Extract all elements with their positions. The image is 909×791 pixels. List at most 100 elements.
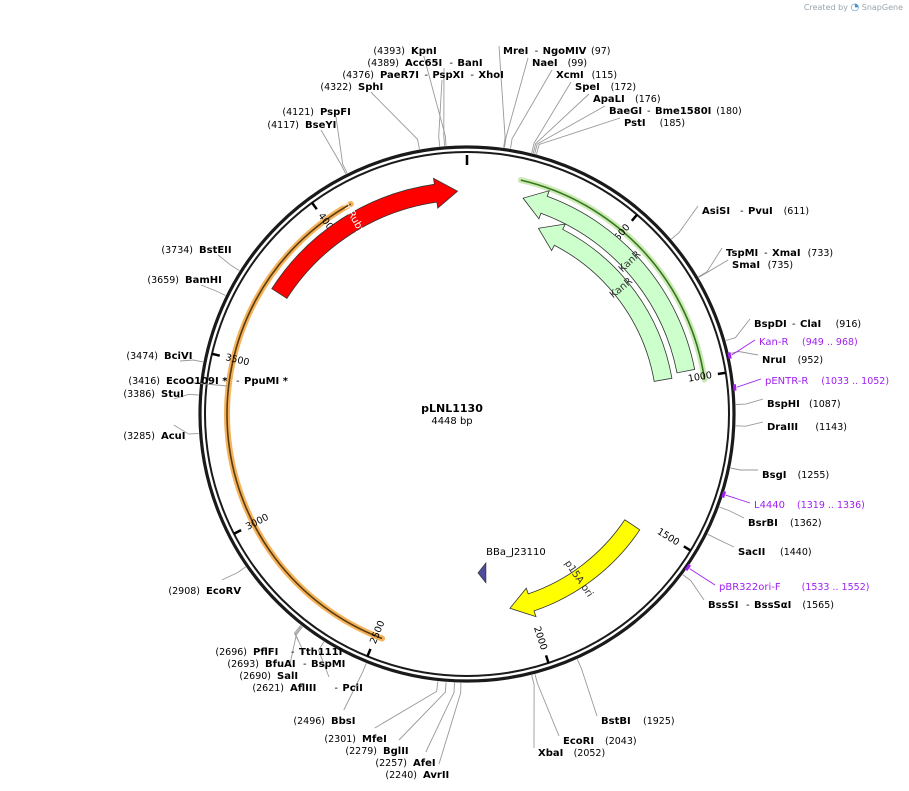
site-bsgi[interactable]: BsgI(1255)	[762, 470, 829, 481]
site-position: (4389)	[367, 58, 399, 69]
site-name: BsgI	[762, 470, 786, 481]
site-bspdi[interactable]: BspDI-ClaI(916)	[754, 319, 861, 330]
plasmid-name: pLNL1130	[421, 402, 483, 415]
primer-pentr-r[interactable]: pENTR-R(1033 .. 1052)	[732, 376, 889, 391]
site-afei[interactable]: (2257)AfeI	[375, 758, 435, 769]
site-position: (99)	[568, 58, 588, 69]
primer-l4440[interactable]: L4440(1319 .. 1336)	[721, 490, 865, 511]
feature-highlight-line	[226, 203, 383, 640]
site-bglii[interactable]: (2279)BglII	[345, 746, 408, 757]
site-name: XbaI	[538, 748, 563, 759]
site-tspmi[interactable]: TspMI-XmaI(733)	[726, 248, 833, 259]
site-bseyi[interactable]: (4117)BseYI	[267, 120, 336, 131]
site-name: ApaLI	[593, 94, 625, 105]
site-spei[interactable]: SpeI(172)	[575, 82, 636, 93]
site-position: (735)	[768, 260, 794, 271]
site-naei[interactable]: NaeI(99)	[532, 58, 587, 69]
site-bsrbi[interactable]: BsrBI(1362)	[748, 518, 822, 529]
site-name: AflIII	[290, 683, 316, 694]
site-kpni[interactable]: (4393)KpnI	[373, 46, 436, 57]
site-position: (2043)	[605, 736, 637, 747]
site-bsssi[interactable]: BssSI-BssSαI(1565)	[708, 600, 834, 611]
site-leader-line	[504, 57, 529, 148]
site-name: PflFI	[253, 647, 278, 658]
site-bfuai[interactable]: (2693)BfuAI-BspMI	[227, 659, 345, 670]
site-name: PciI	[342, 683, 362, 694]
site-leader-line	[735, 421, 764, 427]
site-separator: -	[740, 206, 744, 217]
primer-name: L4440	[754, 500, 785, 511]
site-separator: -	[535, 46, 539, 57]
feature-p15a-ori[interactable]	[509, 519, 641, 618]
site-name: Bme1580I	[655, 106, 711, 117]
scale-tick-label: 1000	[687, 370, 713, 385]
site-name: AsiSI	[702, 206, 730, 217]
site-mfei[interactable]: (2301)MfeI	[324, 734, 386, 745]
site-apali[interactable]: ApaLI(176)	[593, 94, 661, 105]
site-position: (1565)	[802, 600, 834, 611]
site-nrui[interactable]: NruI(952)	[762, 355, 823, 366]
feature-mruby2[interactable]	[271, 177, 459, 299]
site-name: BspMI	[311, 659, 345, 670]
primer-pbr322ori-f[interactable]: pBR322ori-F(1533 .. 1552)	[684, 564, 869, 593]
site-leader-line	[179, 359, 204, 363]
site-afliii[interactable]: (2621) AflIII -PciI	[252, 683, 362, 694]
feature-highlight-line	[520, 179, 706, 380]
site-asisi[interactable]: AsiSI-PvuI(611)	[702, 206, 809, 217]
site-sacii[interactable]: SacII(1440)	[738, 547, 812, 558]
site-avrii[interactable]: (2240)AvrII	[385, 770, 449, 781]
site-position: (180)	[716, 106, 742, 117]
site-bsphi[interactable]: BspHI(1087)	[767, 399, 841, 410]
site-leader-line	[374, 681, 439, 729]
site-leader-line	[725, 318, 751, 341]
site-position: (2621)	[252, 683, 284, 694]
site-name: BanI	[457, 58, 482, 69]
site-acc65i[interactable]: (4389)Acc65I-BanI	[367, 58, 482, 69]
site-bamhi[interactable]: (3659)BamHI	[147, 275, 221, 286]
site-name: PspFI	[320, 107, 351, 118]
primer-leader-line	[731, 339, 756, 356]
site-bsteii[interactable]: (3734)BstEII	[161, 245, 231, 256]
primer-kan-r[interactable]: Kan-R(949 .. 968)	[727, 337, 858, 360]
site-separator: -	[334, 683, 338, 694]
site-smai[interactable]: SmaI(735)	[732, 260, 793, 271]
site-leader-line	[536, 117, 621, 155]
site-bstbi[interactable]: BstBI(1925)	[601, 716, 675, 727]
site-name: NgoMIV	[543, 46, 587, 57]
site-name: PvuI	[748, 206, 773, 217]
site-eco0109i[interactable]: (3416)EcoO109I *-PpuMI *	[128, 376, 288, 387]
site-leader-line	[698, 247, 723, 278]
site-pspfi[interactable]: (4121)PspFI	[282, 107, 350, 118]
site-draiii[interactable]: DraIII(1143)	[767, 422, 847, 433]
site-pflfi[interactable]: (2696)PflFI-Tth111I	[215, 647, 342, 658]
site-acui[interactable]: (3285)AcuI	[123, 431, 185, 442]
site-separator: -	[449, 58, 453, 69]
site-leader-line	[498, 45, 506, 148]
site-position: (2257)	[375, 758, 407, 769]
site-ecorv[interactable]: (2908)EcoRV	[168, 586, 241, 597]
site-mrei[interactable]: MreI-NgoMIV(97)	[503, 46, 611, 57]
feature-kanr-2[interactable]	[537, 223, 673, 382]
site-ecori[interactable]: EcoRI(2043)	[563, 736, 637, 747]
site-leader-line	[370, 91, 420, 150]
promoter-arrow-icon[interactable]	[477, 562, 487, 584]
site-name: BseYI	[305, 120, 336, 131]
site-name: ClaI	[800, 319, 821, 330]
site-sali[interactable]: (2690)SalI	[239, 671, 298, 682]
site-paer7i[interactable]: (4376)PaeR7I-PspXI-XhoI	[342, 70, 503, 81]
site-sphi[interactable]: (4322)SphI	[320, 82, 383, 93]
site-stui[interactable]: (3386)StuI	[123, 389, 183, 400]
feature-kanr-1[interactable]	[522, 190, 696, 374]
snapgene-credit: Created by ◔ SnapGene	[804, 2, 903, 13]
backbone-outer-strand	[198, 145, 736, 683]
site-leader-line	[531, 81, 572, 154]
site-bcivi[interactable]: (3474)BciVI	[126, 351, 192, 362]
site-psti[interactable]: PstI(185)	[624, 118, 685, 129]
site-xcmi[interactable]: XcmI(115)	[556, 70, 617, 81]
site-bbsi[interactable]: (2496)BbsI	[293, 716, 355, 727]
site-xbai[interactable]: XbaI(2052)	[538, 748, 605, 759]
site-name: EcoO109I *	[166, 376, 228, 387]
site-baegi[interactable]: BaeGI-Bme1580I(180)	[609, 106, 742, 117]
site-name: BbsI	[331, 716, 355, 727]
site-leader-line	[576, 659, 598, 717]
